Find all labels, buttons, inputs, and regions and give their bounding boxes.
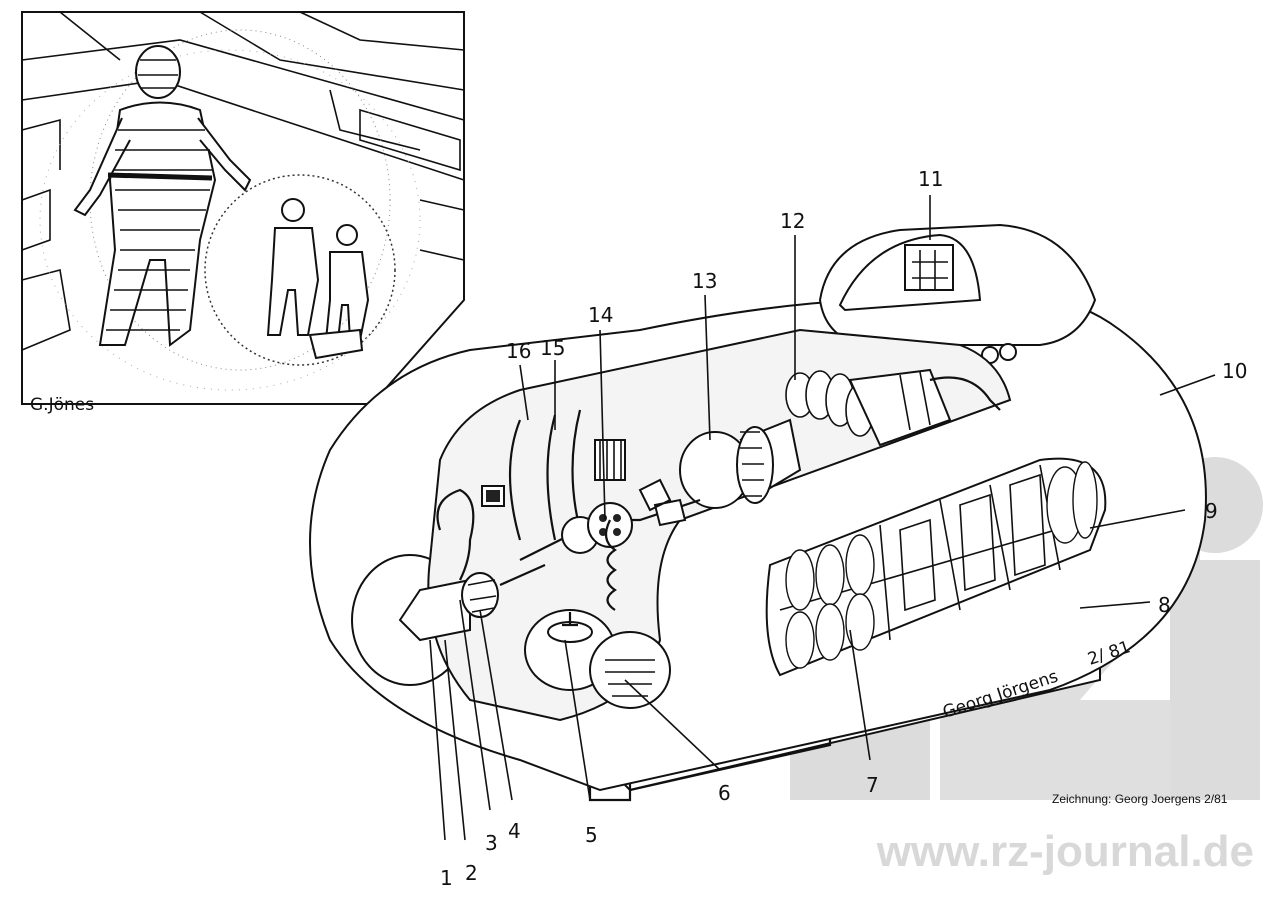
callout-4: 4 (508, 819, 521, 843)
battery-bay (765, 457, 1107, 677)
callout-12: 12 (780, 209, 805, 233)
watermark-url: www.rz-journal.de (876, 827, 1254, 876)
inset-signature: G.Jönes (30, 395, 94, 415)
callout-14: 14 (588, 303, 613, 327)
inset-force-field (39, 29, 421, 391)
callout-1: 1 (440, 866, 453, 890)
leader-lines (429, 195, 1216, 841)
callout-13: 13 (692, 269, 717, 293)
callouts: 1 2 3 4 5 6 7 8 9 10 11 12 13 14 15 16 (440, 167, 1247, 890)
callout-15: 15 (540, 336, 565, 360)
drawing-credit: Zeichnung: Georg Joergens 2/81 (1052, 792, 1228, 806)
inset-ceiling (21, 11, 465, 351)
callout-8: 8 (1158, 593, 1171, 617)
callout-10: 10 (1222, 359, 1247, 383)
callout-3: 3 (485, 831, 498, 855)
callout-2: 2 (465, 861, 478, 885)
callout-5: 5 (585, 823, 598, 847)
callout-6: 6 (718, 781, 731, 805)
callout-9: 9 (1205, 499, 1218, 523)
inset-wrapped-figure (73, 45, 252, 347)
callout-11: 11 (918, 167, 943, 191)
cutaway-vehicle (309, 195, 1216, 841)
callout-16: 16 (506, 339, 531, 363)
inset-small-figures (266, 198, 370, 360)
callout-7: 7 (866, 773, 879, 797)
inset-panel: G.Jönes (21, 11, 465, 415)
